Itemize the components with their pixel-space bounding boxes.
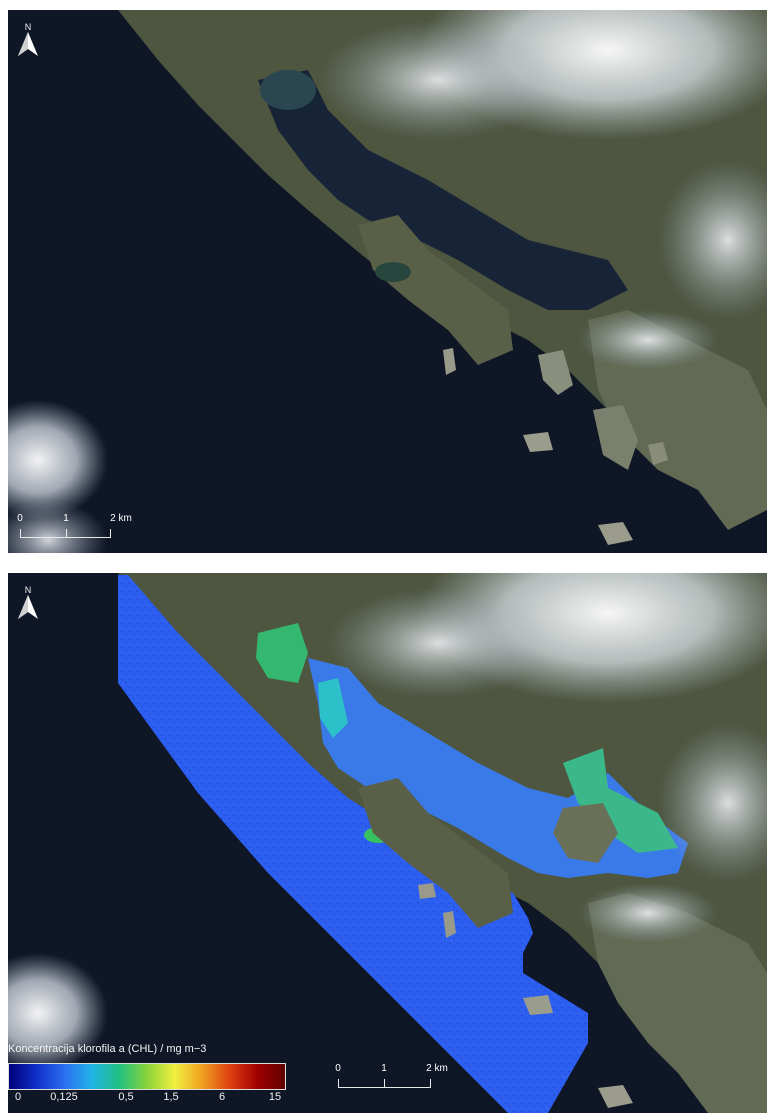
bottom-map-panel: N 0 1 2 km xyxy=(8,573,767,1113)
legend-title: Koncentracija klorofila a (CHL) / mg m−3 xyxy=(8,1043,207,1055)
legend-tick-4: 6 xyxy=(218,1091,226,1103)
legend-tick-0: 0 xyxy=(14,1091,22,1103)
scale-bar-top: 0 1 2 km xyxy=(17,513,132,543)
north-label: N xyxy=(24,22,32,32)
north-arrow: N xyxy=(18,585,38,625)
scale-label-2: 2 km xyxy=(110,513,132,524)
scale-label-1: 1 xyxy=(63,513,69,524)
legend-tick-3: 1,5 xyxy=(163,1091,179,1103)
north-arrow-icon xyxy=(18,595,38,619)
legend-tick-1: 0,125 xyxy=(50,1091,78,1103)
scale-label-0: 0 xyxy=(17,513,23,524)
legend-color-ramp xyxy=(8,1063,286,1090)
scale-end-tick xyxy=(110,529,111,537)
legend-tick-2: 0,5 xyxy=(118,1091,134,1103)
scale-label-1: 1 xyxy=(381,1063,387,1074)
scale-end-tick xyxy=(430,1079,431,1087)
scale-bar-line xyxy=(20,529,111,538)
north-arrow-icon xyxy=(18,32,38,56)
north-arrow: N xyxy=(18,22,38,62)
north-label: N xyxy=(24,585,32,595)
scale-bar-line xyxy=(338,1079,431,1088)
scale-label-2: 2 km xyxy=(426,1063,448,1074)
legend-tick-5: 15 xyxy=(268,1091,282,1103)
scale-mid-tick xyxy=(66,529,67,537)
scale-bar-bottom: 0 1 2 km xyxy=(335,1063,448,1093)
scale-label-0: 0 xyxy=(335,1063,341,1074)
scale-mid-tick xyxy=(384,1079,385,1087)
top-map-panel: N 0 1 2 km xyxy=(8,10,767,553)
chlorophyll-legend: Koncentracija klorofila a (CHL) / mg m−3… xyxy=(8,1043,288,1103)
chlorophyll-map xyxy=(8,573,767,1113)
satellite-image-top xyxy=(8,10,767,553)
